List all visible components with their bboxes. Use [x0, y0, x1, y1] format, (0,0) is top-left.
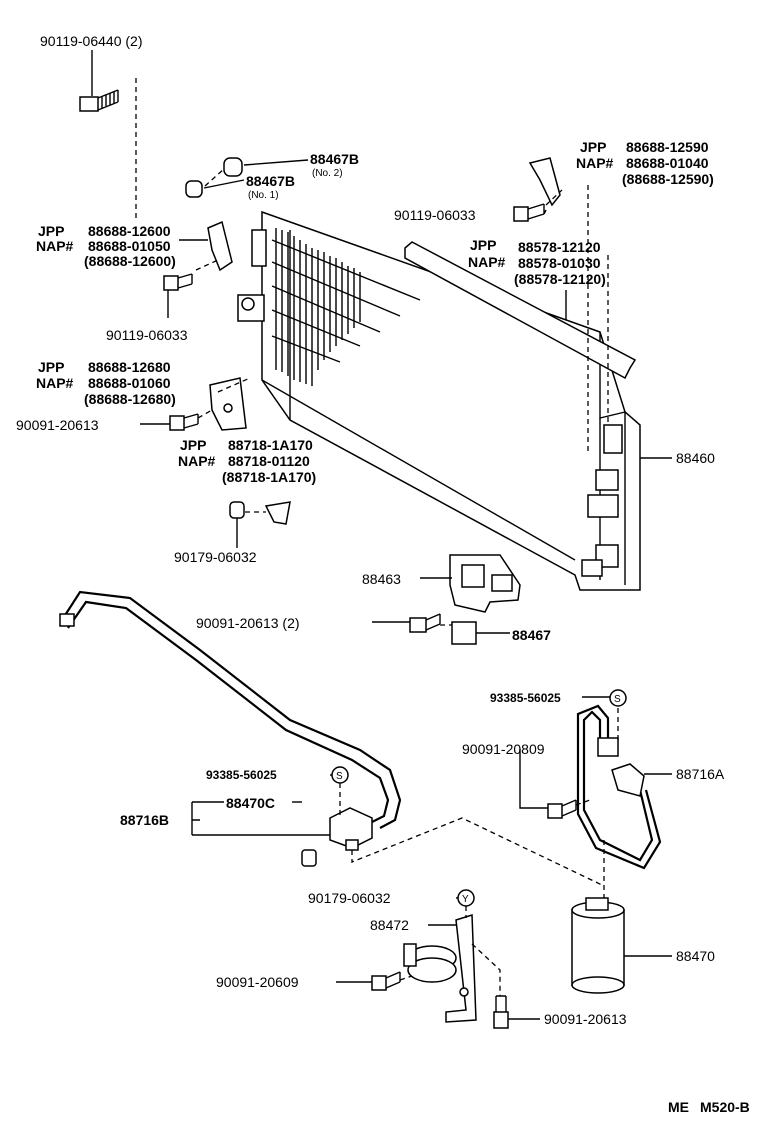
- bracket-88463: [449, 554, 521, 613]
- label-bkt-left1-nap-pn: 88688-01050: [88, 238, 171, 254]
- label-bolt-pipe: 90091-20809: [462, 741, 545, 757]
- footer-me: ME: [668, 1099, 689, 1115]
- bracket-88688-12590: [528, 157, 561, 207]
- label-bkt-left2-jpp: JPP: [38, 359, 64, 375]
- label-cap-no1-note: (No. 1): [248, 190, 279, 201]
- bracket-88688-12600: [207, 220, 233, 272]
- label-seal-nap: NAP#: [468, 254, 506, 270]
- bolt-90119-06033-left: [163, 273, 193, 291]
- cap-88467b-no2: [223, 157, 243, 177]
- cap-88467b-no1: [185, 180, 203, 198]
- label-nut-clip: 90179-06032: [174, 549, 257, 565]
- label-bolt-bottom-right: 90091-20613: [544, 1011, 627, 1027]
- label-bolt-left2: 90091-20613: [16, 417, 99, 433]
- label-seal-nap-pn: 88578-01030: [518, 255, 601, 271]
- label-oring-mid: 93385-56025: [206, 768, 277, 782]
- label-cushion: 88467: [512, 627, 551, 643]
- label-oring-top-mark: S: [614, 694, 621, 705]
- bracket-88688-12680: [209, 377, 247, 431]
- condenser-88460: [237, 210, 641, 591]
- label-bkt-left1-alt: (88688-12600): [84, 253, 176, 269]
- label-cap-no2: 88467B: [310, 151, 359, 167]
- bracket-88472: [403, 913, 477, 1023]
- label-bkt-right-alt: (88688-12590): [622, 171, 714, 187]
- label-seal-jpp-pn: 88578-12120: [518, 239, 601, 255]
- label-bolt-mid: 90091-20613 (2): [196, 615, 300, 631]
- label-bkt-left2-nap-pn: 88688-01060: [88, 375, 171, 391]
- bolt-90091-20613-bottom: [493, 995, 509, 1029]
- label-bolt-top: 90119-06440 (2): [40, 33, 142, 49]
- bolt-90119-06440: [79, 89, 119, 112]
- label-clip-nap-pn: 88718-01120: [228, 453, 310, 469]
- labels: 90119-06440 (2) 88467B (No. 2) 88467B (N…: [16, 33, 750, 1115]
- label-bracket-88463: 88463: [362, 571, 401, 587]
- label-clip-nap: NAP#: [178, 453, 216, 469]
- label-bolt-right: 90119-06033: [394, 207, 476, 223]
- footer-code: M520-B: [700, 1099, 750, 1115]
- bolt-90091-20809: [547, 799, 577, 819]
- label-bkt-right-nap: NAP#: [576, 155, 614, 171]
- label-cap-no1: 88467B: [246, 173, 295, 189]
- label-bracket-88472: 88472: [370, 917, 409, 933]
- assembly-dashes: [135, 78, 619, 996]
- label-plug: 88470C: [226, 795, 275, 811]
- label-bolt-bottom-left: 90091-20609: [216, 974, 299, 990]
- oring-93385-top: [609, 689, 627, 707]
- label-bkt-left2-jpp-pn: 88688-12680: [88, 359, 171, 375]
- nut-90179-06032-bottom: Y: [457, 889, 475, 907]
- label-bkt-left2-nap: NAP#: [36, 375, 74, 391]
- bolt-90091-20609: [371, 971, 401, 991]
- leader-lines: [91, 50, 672, 1020]
- label-bkt-right-jpp-pn: 88688-12590: [626, 139, 709, 155]
- bolt-90119-06033-right: [513, 203, 545, 222]
- bolt-90091-20613-left: [169, 413, 199, 431]
- receiver-88470: [571, 897, 625, 994]
- svg-text:Y: Y: [462, 894, 469, 905]
- pipe-88716a: [576, 704, 662, 870]
- label-cap-no2-note: (No. 2): [312, 168, 343, 179]
- label-seal-jpp: JPP: [470, 237, 496, 253]
- label-bkt-left1-jpp-pn: 88688-12600: [88, 223, 171, 239]
- label-oring-top: 93385-56025: [490, 691, 561, 705]
- nut-90179-06032-top: [229, 501, 245, 519]
- label-condenser: 88460: [676, 450, 715, 466]
- label-bkt-right-jpp: JPP: [580, 139, 606, 155]
- plug-88470c: [301, 849, 317, 867]
- bolt-90091-20613-mid: [409, 613, 441, 633]
- label-pipe-88716b: 88716B: [120, 812, 169, 828]
- label-nut-bottom: 90179-06032: [308, 890, 391, 906]
- pipe-88716b: [59, 590, 402, 851]
- label-bkt-right-nap-pn: 88688-01040: [626, 155, 709, 171]
- label-clip-jpp: JPP: [180, 437, 206, 453]
- label-bkt-left1-jpp: JPP: [38, 223, 64, 239]
- label-bkt-left1-nap: NAP#: [36, 238, 74, 254]
- seal-88578: [404, 241, 637, 380]
- label-seal-alt: (88578-12120): [514, 271, 606, 287]
- label-clip-alt: (88718-1A170): [222, 469, 316, 485]
- label-bkt-left2-alt: (88688-12680): [84, 391, 176, 407]
- label-clip-jpp-pn: 88718-1A170: [228, 437, 313, 453]
- label-oring-mid-mark: S: [336, 771, 343, 782]
- label-pipe-88716a: 88716A: [676, 766, 725, 782]
- label-receiver: 88470: [676, 948, 715, 964]
- label-bolt-left1: 90119-06033: [106, 327, 188, 343]
- clip-88718: [264, 501, 291, 525]
- condenser-fins: [271, 228, 421, 386]
- cushion-88467: [451, 621, 477, 645]
